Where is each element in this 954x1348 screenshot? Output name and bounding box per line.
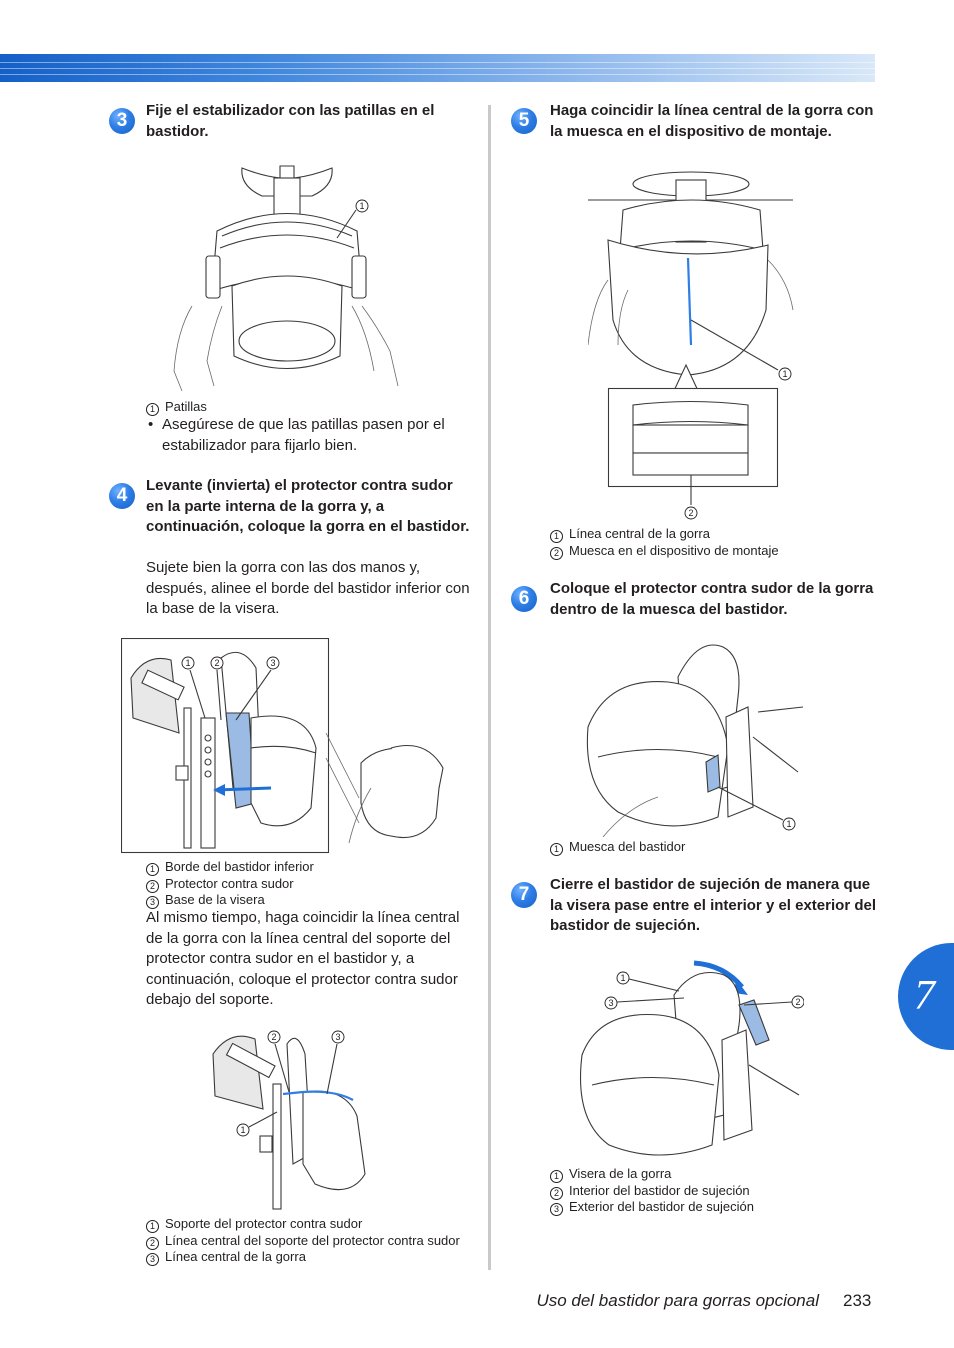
caption-item: 2 Interior del bastidor de sujeción [550,1183,880,1200]
caption-item: 3 Base de la visera [146,892,476,909]
illustration-sweatband-holder: 1 2 3 [212,1030,366,1210]
svg-text:2: 2 [795,997,800,1007]
caption-text: Exterior del bastidor de sujeción [569,1199,754,1214]
caption-number: 3 [550,1203,563,1216]
caption-number: 1 [550,1170,563,1183]
caption-item: 2 Línea central del soporte del protector… [146,1233,486,1250]
header-band [0,54,875,82]
svg-text:1: 1 [359,201,364,211]
step-heading: Haga coincidir la línea central de la go… [550,102,874,140]
caption-text: Patillas [165,399,207,414]
caption-text: Interior del bastidor de sujeción [569,1183,750,1198]
caption-item: 1 Muesca del bastidor [550,839,880,856]
step-heading: Levante (invierta) el protector contra s… [146,477,470,535]
step-body: Al mismo tiempo, haga coincidir la línea… [146,909,460,1008]
caption-text: Muesca en el dispositivo de montaje [569,543,779,558]
svg-text:1: 1 [620,973,625,983]
caption-item: 2 Protector contra sudor [146,876,476,893]
caption-item: 1 Visera de la gorra [550,1166,880,1183]
chapter-tab[interactable]: 7 [898,943,954,1050]
step-heading: Coloque el protector contra sudor de la … [550,580,874,618]
caption-text: Línea central de la gorra [569,526,710,541]
caption-item: 1 Línea central de la gorra [550,526,880,543]
step-badge: 7 [511,882,537,908]
svg-text:3: 3 [270,658,275,668]
step-badge: 3 [109,108,135,134]
svg-text:1: 1 [786,819,791,829]
caption-item: 2 Muesca en el dispositivo de montaje [550,543,880,560]
caption-text: Protector contra sudor [165,876,294,891]
step-heading: Cierre el bastidor de sujeción de manera… [550,876,876,934]
svg-text:2: 2 [271,1032,276,1042]
step-badge: 6 [511,586,537,612]
column-divider [488,105,491,1270]
caption-number: 1 [550,843,563,856]
caption-number: 2 [146,880,159,893]
caption-number: 3 [146,1253,159,1266]
step-badge: 4 [109,483,135,509]
step-badge: 5 [511,108,537,134]
step-body: Sujete bien la gorra con las dos manos y… [146,559,470,617]
illustration-cap-on-frame: 1 2 3 [121,638,444,854]
bullet-note: Asegúrese de que las patillas pasen por … [146,415,476,456]
caption-text: Soporte del protector contra sudor [165,1216,363,1231]
svg-text:1: 1 [185,658,190,668]
illustration-cap-centerline: 1 2 [588,171,794,520]
caption-number: 1 [550,530,563,543]
svg-text:2: 2 [688,508,693,518]
svg-text:3: 3 [335,1032,340,1042]
caption-text: Línea central de la gorra [165,1249,306,1264]
caption-text: Borde del bastidor inferior [165,859,314,874]
caption-number: 2 [550,547,563,560]
caption-text: Línea central del soporte del protector … [165,1233,460,1248]
caption-number: 1 [146,863,159,876]
caption-text: Muesca del bastidor [569,839,686,854]
step-heading: Fije el estabilizador con las patillas e… [146,102,435,140]
footer-title: Uso del bastidor para gorras opcional [536,1291,819,1310]
caption-number: 2 [550,1187,563,1200]
svg-text:3: 3 [608,998,613,1008]
caption-item: 1 Soporte del protector contra sudor [146,1216,486,1233]
caption-number: 2 [146,1237,159,1250]
caption-text: Visera de la gorra [569,1166,672,1181]
svg-text:1: 1 [240,1125,245,1135]
caption-item: 1 Borde del bastidor inferior [146,859,476,876]
svg-text:1: 1 [782,369,787,379]
caption-number: 3 [146,896,159,909]
illustration-clamp-frame: 1 3 2 [579,960,804,1156]
caption-number: 1 [146,1220,159,1233]
illustration-stabilizer-pins: 1 [173,165,399,392]
caption-item: 3 Exterior del bastidor de sujeción [550,1199,880,1216]
caption-item: 3 Línea central de la gorra [146,1249,486,1266]
page-number: 233 [843,1291,872,1310]
svg-text:2: 2 [214,658,219,668]
chapter-number: 7 [914,973,935,1019]
illustration-sweatband-notch: 1 [586,644,804,837]
caption-text: Base de la visera [165,892,265,907]
